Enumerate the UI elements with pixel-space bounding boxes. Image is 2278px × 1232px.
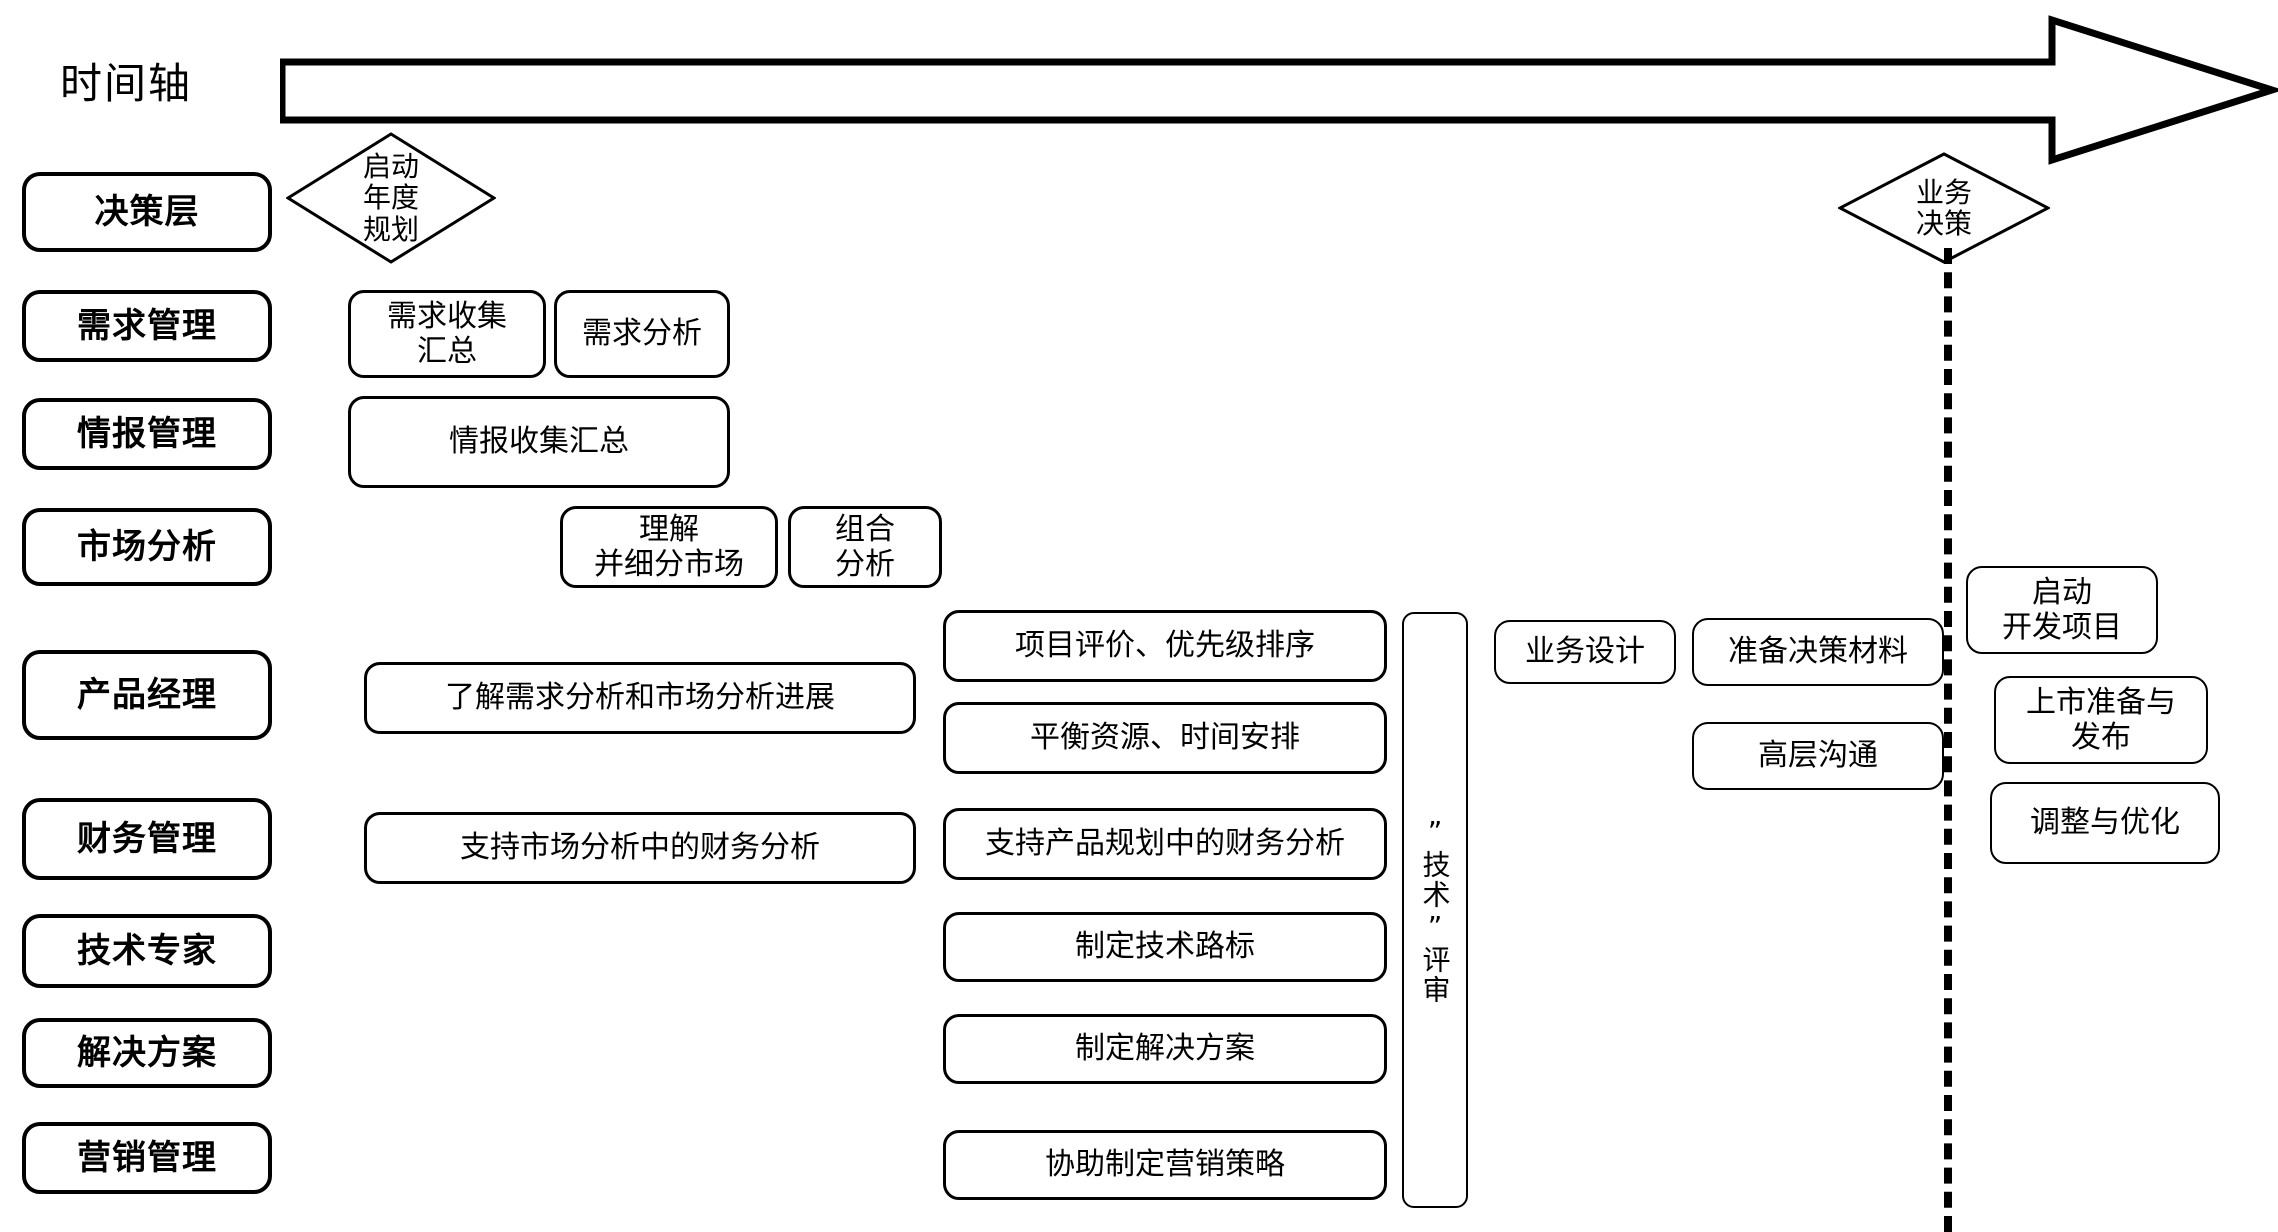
lane-label-product[interactable]: 产品经理 xyxy=(22,650,272,740)
milestone-annual-plan[interactable]: 启动 年度 规划 xyxy=(286,132,496,264)
task-know-progress[interactable]: 了解需求分析和市场分析进展 xyxy=(364,662,916,734)
task-balance-resources[interactable]: 平衡资源、时间安排 xyxy=(943,702,1387,774)
timeline-label: 时间轴 xyxy=(60,59,193,108)
task-marketing-strategy[interactable]: 协助制定营销策略 xyxy=(943,1130,1387,1200)
task-market-segment[interactable]: 理解 并细分市场 xyxy=(560,506,778,588)
task-prepare-decision-material[interactable]: 准备决策材料 xyxy=(1692,618,1944,686)
lane-label-demand[interactable]: 需求管理 xyxy=(22,290,272,362)
task-project-eval[interactable]: 项目评价、优先级排序 xyxy=(943,610,1387,682)
lane-label-intel[interactable]: 情报管理 xyxy=(22,398,272,470)
task-adjust-optimize-label: 调整与优化 xyxy=(2030,805,2180,841)
lane-label-demand-text: 需求管理 xyxy=(77,305,217,346)
task-tech-roadmap[interactable]: 制定技术路标 xyxy=(943,912,1387,982)
task-portfolio-analysis[interactable]: 组合 分析 xyxy=(788,506,942,588)
task-marketing-strategy-label: 协助制定营销策略 xyxy=(1045,1147,1285,1183)
lane-label-product-text: 产品经理 xyxy=(77,674,217,715)
task-launch-preparation[interactable]: 上市准备与 发布 xyxy=(1994,676,2208,764)
task-start-development-label: 启动 开发项目 xyxy=(2002,574,2122,645)
task-project-eval-label: 项目评价、优先级排序 xyxy=(1015,628,1315,664)
lane-label-marketing-text: 营销管理 xyxy=(77,1137,217,1178)
lane-label-tech[interactable]: 技术专家 xyxy=(22,914,272,988)
task-tech-roadmap-label: 制定技术路标 xyxy=(1075,929,1255,965)
task-demand-collect-label: 需求收集 汇总 xyxy=(387,298,507,369)
lane-label-decision-text: 决策层 xyxy=(94,191,200,232)
task-finance-product-planning[interactable]: 支持产品规划中的财务分析 xyxy=(943,808,1387,880)
task-balance-resources-label: 平衡资源、时间安排 xyxy=(1030,720,1300,756)
lane-label-market-text: 市场分析 xyxy=(77,526,217,567)
lane-label-intel-text: 情报管理 xyxy=(77,413,217,454)
task-executive-communication[interactable]: 高层沟通 xyxy=(1692,722,1944,790)
task-business-design[interactable]: 业务设计 xyxy=(1494,620,1676,684)
milestone-business-decision[interactable]: 业务 决策 xyxy=(1838,152,2050,264)
task-prepare-decision-material-label: 准备决策材料 xyxy=(1728,634,1908,670)
lane-label-finance-text: 财务管理 xyxy=(77,818,217,859)
task-finance-market-analysis[interactable]: 支持市场分析中的财务分析 xyxy=(364,812,916,884)
lane-label-marketing[interactable]: 营销管理 xyxy=(22,1122,272,1194)
timeline-arrow xyxy=(278,10,2278,170)
task-make-solution-label: 制定解决方案 xyxy=(1075,1031,1255,1067)
task-know-progress-label: 了解需求分析和市场分析进展 xyxy=(445,680,835,716)
task-finance-market-analysis-label: 支持市场分析中的财务分析 xyxy=(460,830,820,866)
task-demand-analysis[interactable]: 需求分析 xyxy=(554,290,730,378)
task-tech-review[interactable]: ”技术”评审 xyxy=(1402,612,1468,1208)
task-demand-collect[interactable]: 需求收集 汇总 xyxy=(348,290,546,378)
milestone-annual-plan-label: 启动 年度 规划 xyxy=(362,149,419,246)
milestone-business-decision-label: 业务 决策 xyxy=(1915,175,1972,240)
task-demand-analysis-label: 需求分析 xyxy=(582,316,702,352)
lane-label-finance[interactable]: 财务管理 xyxy=(22,798,272,880)
task-tech-review-label: ”技术”评审 xyxy=(1418,815,1452,1005)
task-finance-product-planning-label: 支持产品规划中的财务分析 xyxy=(985,826,1345,862)
task-portfolio-analysis-label: 组合 分析 xyxy=(835,511,895,582)
task-start-development[interactable]: 启动 开发项目 xyxy=(1966,566,2158,654)
lane-label-market[interactable]: 市场分析 xyxy=(22,508,272,586)
decision-divider-line xyxy=(1944,248,1952,1232)
task-make-solution[interactable]: 制定解决方案 xyxy=(943,1014,1387,1084)
lane-label-tech-text: 技术专家 xyxy=(77,930,217,971)
task-business-design-label: 业务设计 xyxy=(1525,634,1645,670)
task-market-segment-label: 理解 并细分市场 xyxy=(594,511,744,582)
lane-label-solution-text: 解决方案 xyxy=(77,1032,217,1073)
task-intel-collect[interactable]: 情报收集汇总 xyxy=(348,396,730,488)
task-intel-collect-label: 情报收集汇总 xyxy=(449,424,629,460)
task-executive-communication-label: 高层沟通 xyxy=(1758,738,1878,774)
lane-label-solution[interactable]: 解决方案 xyxy=(22,1018,272,1088)
task-launch-preparation-label: 上市准备与 发布 xyxy=(2026,684,2176,755)
task-adjust-optimize[interactable]: 调整与优化 xyxy=(1990,782,2220,864)
lane-label-decision[interactable]: 决策层 xyxy=(22,172,272,252)
